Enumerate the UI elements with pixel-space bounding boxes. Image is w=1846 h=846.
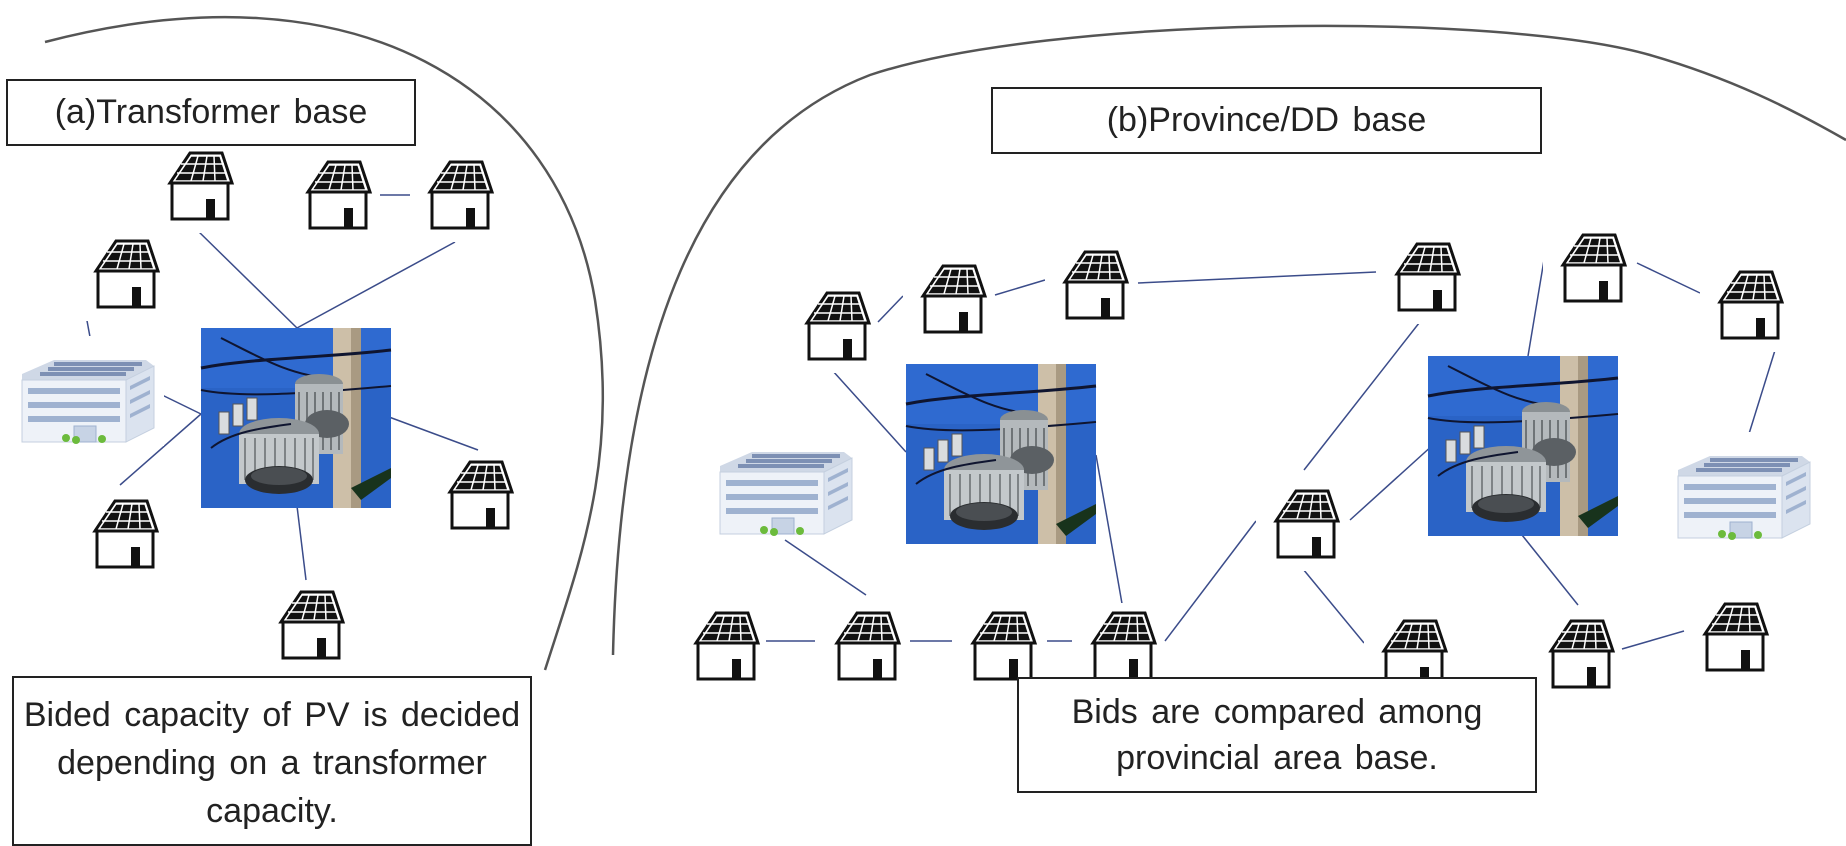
- house-solar-icon: [148, 141, 242, 235]
- panel-b-title: (b)Province/DD base: [991, 87, 1542, 154]
- panel-b-caption: Bids are compared among provincial area …: [1017, 677, 1537, 793]
- house-solar-icon: [1529, 609, 1623, 703]
- house-solar-icon: [428, 450, 522, 544]
- factory-building-b1-icon: [711, 427, 863, 539]
- house-solar-icon: [1698, 260, 1792, 354]
- house-solar-icon: [74, 229, 168, 323]
- house-solar-icon: [1254, 479, 1348, 573]
- house-solar-icon: [1043, 240, 1137, 334]
- panel-a-title: (a)Transformer base: [6, 79, 416, 146]
- house-solar-icon: [901, 254, 995, 348]
- house-solar-icon: [1375, 232, 1469, 326]
- transformer-a-icon: [199, 326, 393, 510]
- house-solar-icon: [674, 601, 768, 695]
- house-solar-icon: [73, 489, 167, 583]
- house-solar-icon: [259, 580, 353, 674]
- connection-lines-b: [766, 259, 1777, 650]
- house-solar-icon: [815, 601, 909, 695]
- transformer-b2-icon: [1426, 354, 1620, 538]
- transformer-b1-icon: [904, 362, 1098, 546]
- factory-building-b2-icon: [1669, 431, 1821, 543]
- house-solar-icon: [1541, 223, 1635, 317]
- house-solar-icon: [785, 281, 879, 375]
- house-solar-icon: [286, 150, 380, 244]
- boundary-curve-b: [611, 24, 1846, 656]
- boundary-curve-a: [44, 15, 605, 671]
- house-solar-icon: [1683, 592, 1777, 686]
- factory-building-a-icon: [13, 335, 165, 447]
- house-solar-icon: [408, 150, 502, 244]
- panel-a-caption: Bided capacity of PV is decided dependin…: [12, 676, 532, 846]
